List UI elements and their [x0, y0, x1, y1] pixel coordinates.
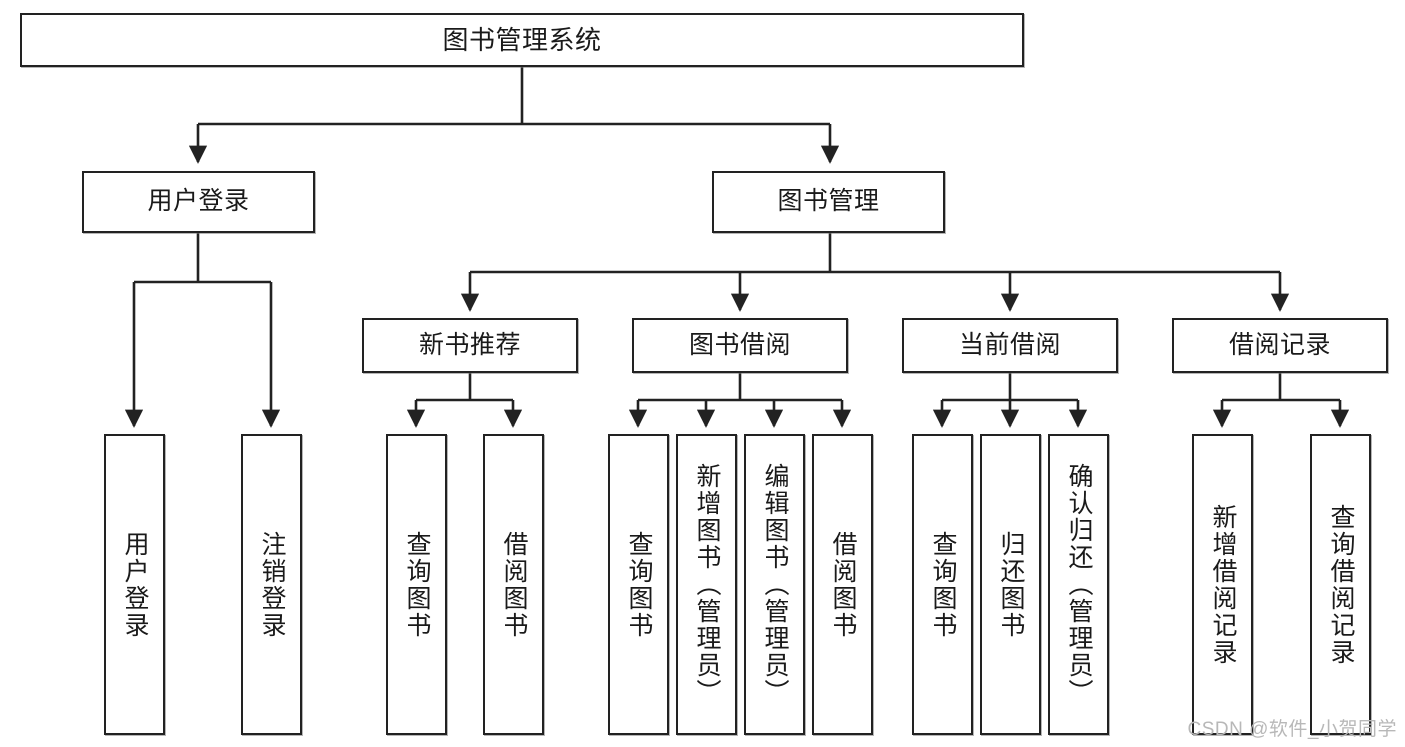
node-leaf-query-book-1-label: 查询图书 [403, 530, 431, 639]
node-user-login-label: 用户登录 [147, 187, 250, 216]
node-root-label: 图书管理系统 [442, 24, 602, 55]
node-leaf-edit-book-label: 编辑图书（管理员） [761, 463, 789, 706]
node-leaf-query-book-3[interactable]: 查询图书 [912, 434, 973, 735]
node-leaf-user-login[interactable]: 用户登录 [104, 434, 165, 735]
watermark-text: CSDN @软件_小贺同学 [1187, 719, 1397, 740]
node-new-book-recommend[interactable]: 新书推荐 [362, 318, 578, 373]
node-new-book-recommend-label: 新书推荐 [418, 330, 521, 359]
node-leaf-add-record-label: 新增借阅记录 [1209, 503, 1237, 666]
node-leaf-add-book[interactable]: 新增图书（管理员） [676, 434, 737, 735]
node-borrow-record[interactable]: 借阅记录 [1172, 318, 1388, 373]
node-leaf-borrow-book-2[interactable]: 借阅图书 [812, 434, 873, 735]
node-leaf-borrow-book-1[interactable]: 借阅图书 [483, 434, 544, 735]
node-leaf-query-book-2-label: 查询图书 [625, 530, 653, 639]
node-user-login[interactable]: 用户登录 [82, 171, 315, 233]
node-borrow-record-label: 借阅记录 [1228, 330, 1331, 359]
node-book-borrow[interactable]: 图书借阅 [632, 318, 848, 373]
node-leaf-confirm-return[interactable]: 确认归还（管理员） [1048, 434, 1109, 735]
node-book-borrow-label: 图书借阅 [688, 330, 791, 359]
node-leaf-query-book-3-label: 查询图书 [929, 530, 957, 639]
node-current-borrow[interactable]: 当前借阅 [902, 318, 1118, 373]
node-root[interactable]: 图书管理系统 [20, 13, 1024, 67]
node-current-borrow-label: 当前借阅 [958, 330, 1061, 359]
node-leaf-return-book[interactable]: 归还图书 [980, 434, 1041, 735]
node-leaf-confirm-return-label: 确认归还（管理员） [1065, 463, 1093, 706]
node-leaf-logout-label: 注销登录 [258, 530, 286, 639]
node-leaf-borrow-book-1-label: 借阅图书 [500, 530, 528, 639]
node-leaf-add-book-label: 新增图书（管理员） [693, 463, 721, 706]
node-leaf-edit-book[interactable]: 编辑图书（管理员） [744, 434, 805, 735]
node-leaf-borrow-book-2-label: 借阅图书 [829, 530, 857, 639]
node-book-management-label: 图书管理 [777, 187, 880, 216]
node-book-management[interactable]: 图书管理 [712, 171, 945, 233]
node-leaf-return-book-label: 归还图书 [997, 530, 1025, 639]
node-leaf-user-login-label: 用户登录 [121, 530, 149, 639]
node-leaf-query-book-2[interactable]: 查询图书 [608, 434, 669, 735]
node-leaf-logout[interactable]: 注销登录 [241, 434, 302, 735]
node-leaf-query-book-1[interactable]: 查询图书 [386, 434, 447, 735]
node-leaf-query-record[interactable]: 查询借阅记录 [1310, 434, 1371, 735]
node-leaf-query-record-label: 查询借阅记录 [1327, 503, 1355, 666]
node-leaf-add-record[interactable]: 新增借阅记录 [1192, 434, 1253, 735]
